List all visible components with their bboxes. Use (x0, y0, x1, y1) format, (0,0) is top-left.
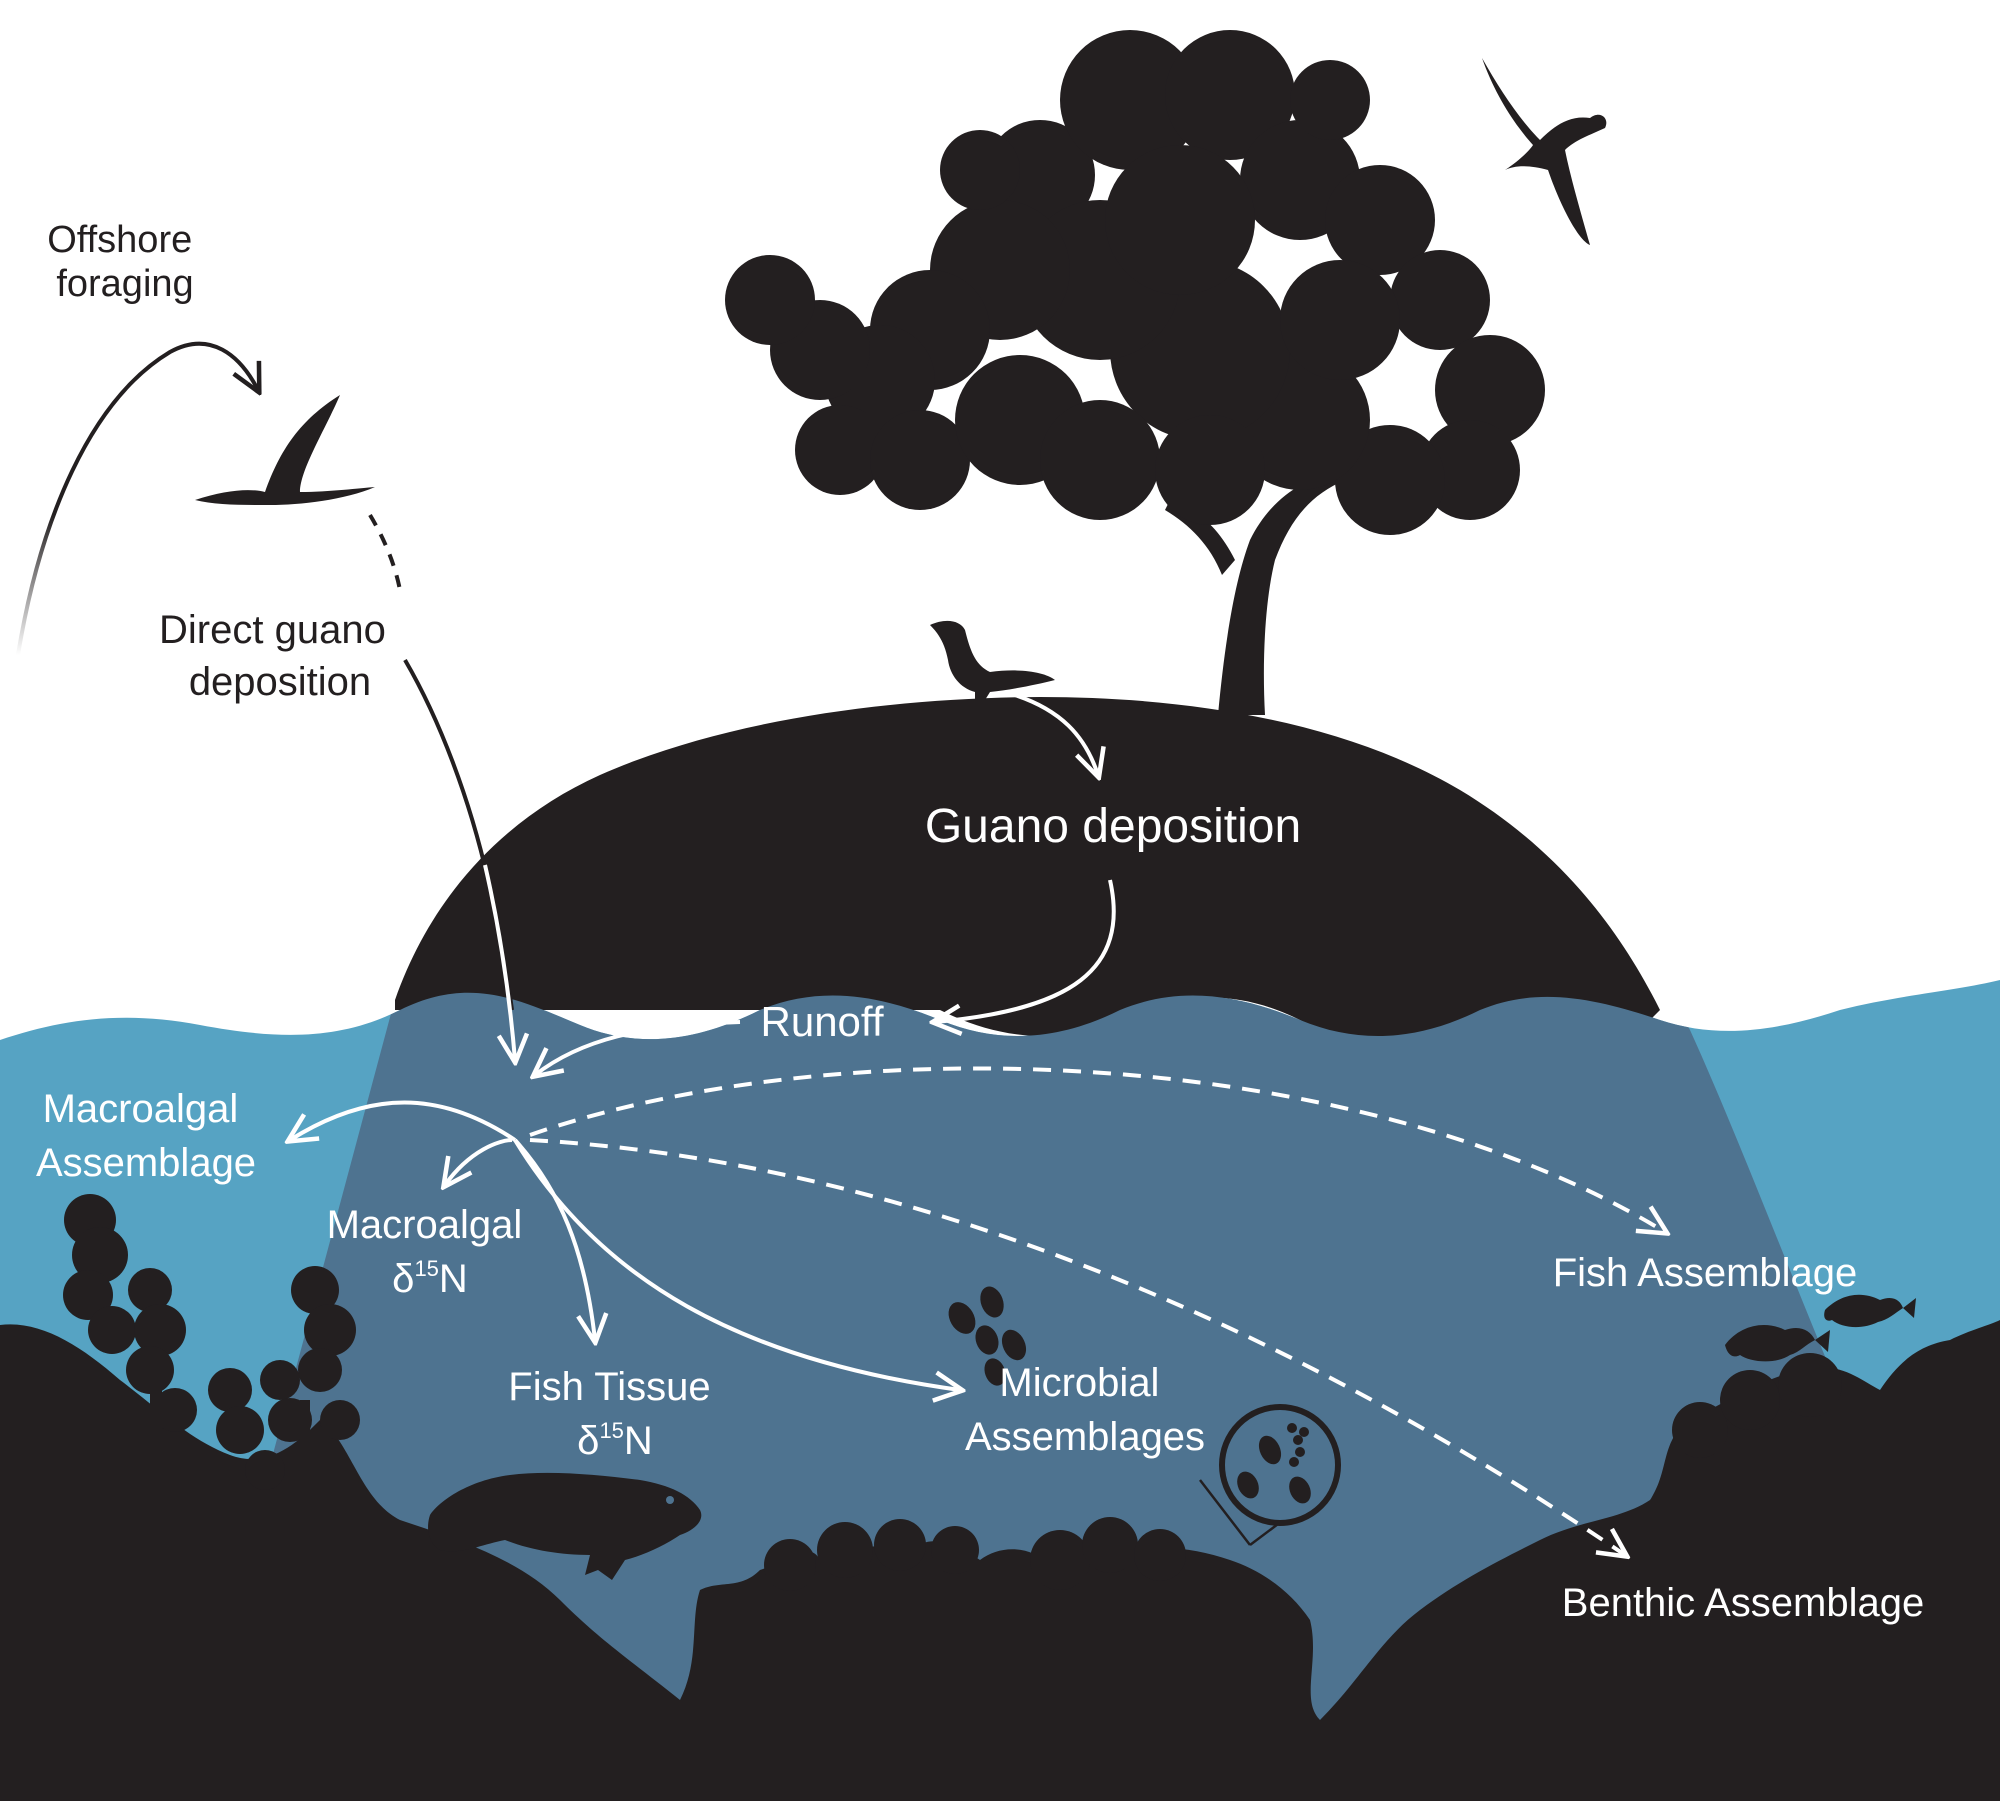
to-microbial-arrow (513, 1138, 960, 1390)
seafloor (0, 1320, 2000, 1801)
tern-icon (195, 395, 375, 505)
tree-icon (725, 30, 1545, 715)
to-macroalgal-d15n-arrow (445, 1138, 513, 1185)
to-fish-tissue-arrow (513, 1138, 595, 1340)
label-offshore-foraging: Offshore foraging (47, 219, 203, 305)
to-fish-assemblage-arrow (529, 1066, 1665, 1232)
to-benthic-arrow (529, 1138, 1625, 1555)
magnifier-icon (1199, 1404, 1341, 1546)
flying-booby-icon (1482, 58, 1607, 245)
label-benthic-assemblage: Benthic Assemblage (1562, 1581, 1924, 1625)
guano-runoff-arrow (1014, 693, 1098, 775)
macroalgae-icon (63, 1194, 360, 1490)
label-direct-guano: Direct guano deposition (159, 608, 397, 704)
offshore-foraging-arrow (16, 341, 258, 656)
island (395, 697, 1660, 1042)
direct-guano-arrow-water (483, 864, 515, 1060)
label-macroalgal-d15n: Macroalgal δ15N (327, 1203, 534, 1301)
guano-to-runoff-arrow (935, 879, 1116, 1022)
label-fish-assemblage: Fish Assemblage (1553, 1251, 1858, 1295)
microbe-icon (948, 1286, 1027, 1386)
reef-fish-icon (1725, 1294, 1916, 1362)
runoff-to-water-arrow (535, 1020, 741, 1075)
label-runoff: Runoff (761, 998, 884, 1045)
coral-icon (764, 1353, 1842, 1591)
label-macroalgal-assemblage: Macroalgal Assemblage (36, 1087, 256, 1185)
perched-booby-icon (930, 620, 1055, 700)
label-microbial: Microbial Assemblages (965, 1361, 1205, 1459)
label-fish-tissue-d15n: Fish Tissue δ15N (508, 1365, 721, 1463)
grouper-icon (428, 1472, 702, 1580)
tern-guano-dash (368, 513, 402, 591)
label-guano-deposition: Guano deposition (925, 800, 1301, 853)
to-macroalgal-assemblage-arrow (290, 1100, 517, 1141)
